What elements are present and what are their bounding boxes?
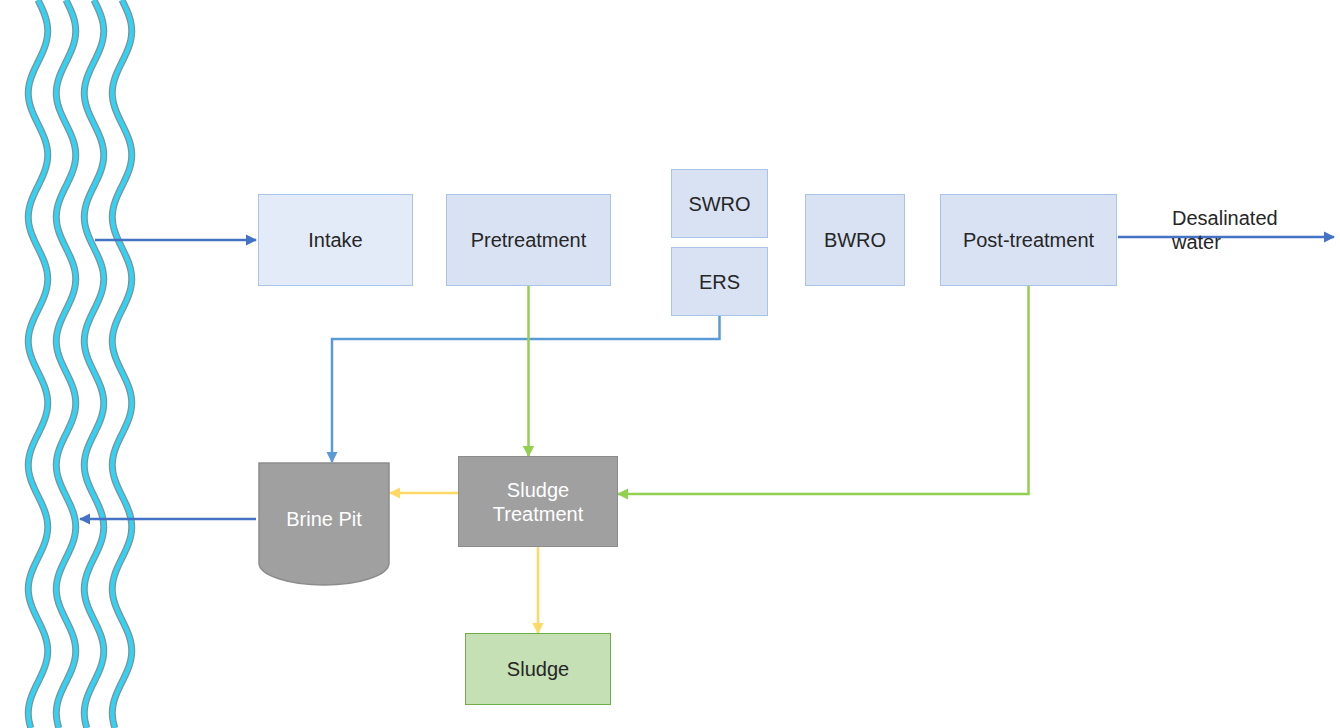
node-label: Brine Pit: [280, 507, 368, 531]
wave-line: [84, 0, 103, 728]
flow-connector: [527, 286, 530, 456]
flow-connector: [390, 492, 458, 495]
process-box: SWRO: [671, 169, 768, 238]
node-label: SWRO: [682, 192, 756, 216]
process-box: Sludge Treatment: [458, 456, 618, 547]
process-box: Intake: [258, 194, 413, 286]
wave-outline: [56, 0, 75, 728]
flow-connector: [618, 286, 1029, 494]
wave-outline: [112, 0, 131, 728]
discharge-flow-arrow: [80, 518, 256, 521]
brine-pit-cylinder: Brine Pit: [258, 462, 390, 585]
output-box: Sludge: [465, 633, 611, 705]
cylinder-body: [259, 463, 389, 585]
wave-line: [28, 0, 47, 728]
process-box: BWRO: [805, 194, 905, 286]
output-label: Desalinated water: [1172, 206, 1317, 254]
flow-connector: [332, 316, 720, 462]
wave-line: [56, 0, 75, 728]
intake-flow-arrow: [95, 239, 256, 242]
node-label: ERS: [693, 270, 746, 294]
node-label: Post-treatment: [957, 228, 1100, 252]
wave-outline: [84, 0, 103, 728]
node-label: Sludge: [501, 657, 575, 681]
flow-connector: [537, 547, 540, 633]
wave-line: [112, 0, 131, 728]
product-flow-arrow: [1118, 236, 1334, 239]
node-label: Pretreatment: [465, 228, 593, 252]
process-box: Post-treatment: [940, 194, 1117, 286]
wave-outline: [28, 0, 47, 728]
node-label: Intake: [302, 228, 368, 252]
process-box: ERS: [671, 247, 768, 316]
node-label: Sludge Treatment: [459, 478, 617, 526]
process-box: Pretreatment: [446, 194, 611, 286]
node-label: BWRO: [818, 228, 892, 252]
sea-waves: [28, 0, 131, 728]
